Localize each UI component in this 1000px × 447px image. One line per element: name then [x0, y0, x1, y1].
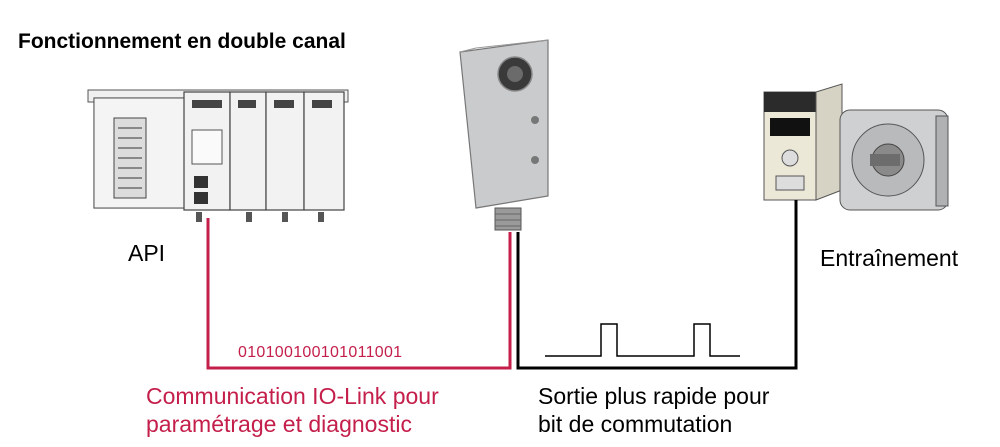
switching-output-caption-line1: Sortie plus rapide pour	[538, 383, 770, 409]
photoelectric-sensor-icon	[459, 39, 549, 231]
io-link-caption: Communication IO-Link pour paramétrage e…	[146, 382, 439, 438]
io-link-caption-line2: paramétrage et diagnostic	[146, 411, 412, 437]
servo-motor-icon	[839, 109, 949, 211]
plc-module-icon	[87, 89, 349, 222]
switching-output-caption: Sortie plus rapide pour bit de commutati…	[538, 382, 769, 438]
plc-label: API	[128, 240, 166, 266]
bit-pattern: 010100100101011001	[238, 344, 403, 361]
io-link-caption-line1: Communication IO-Link pour	[146, 383, 439, 409]
io-link-wire	[206, 218, 512, 370]
diagram-title: Fonctionnement en double canal	[18, 30, 346, 53]
switching-output-wire	[516, 200, 798, 370]
drive-label: Entraînement	[820, 245, 959, 271]
switching-output-caption-line2: bit de commutation	[538, 411, 733, 437]
pulse-waveform	[545, 323, 740, 357]
servo-drive-icon	[763, 83, 843, 201]
